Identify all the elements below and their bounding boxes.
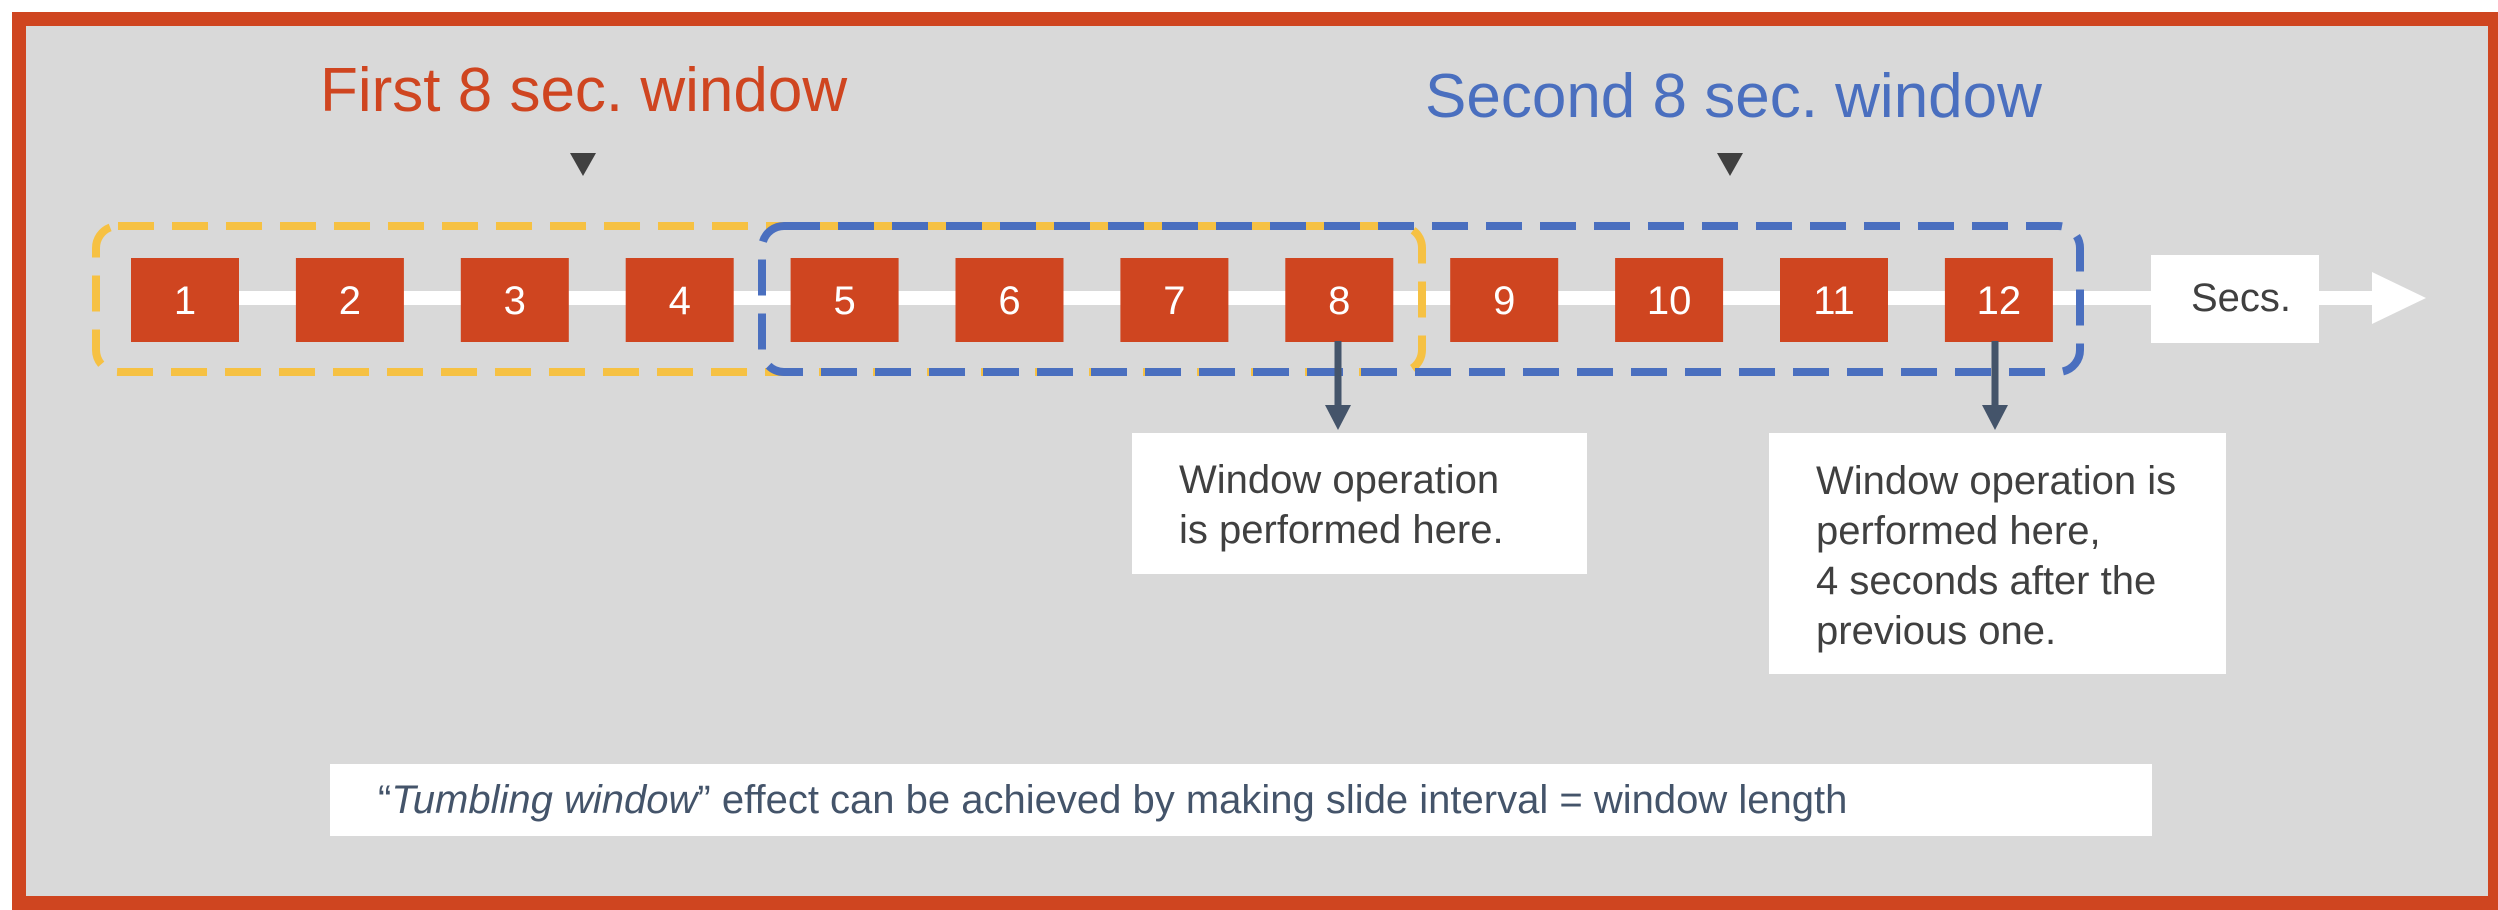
callout-2-arrowhead [1982,405,2008,430]
second-box-5 [790,258,899,342]
second-box-4 [625,258,734,342]
second-label-7: 7 [1163,279,1185,323]
first-window-title: First 8 sec. window [320,56,848,125]
second-box-2 [295,258,404,342]
second-label-8: 8 [1328,279,1350,323]
second-box-1 [131,258,239,342]
second-label-6: 6 [998,279,1020,323]
second-box-8 [1285,258,1394,342]
note-close-quote: ” [697,778,711,822]
second-label-10: 10 [1647,279,1692,323]
second-label-5: 5 [833,279,855,323]
second-label-1: 1 [174,279,196,323]
second-box-6 [955,258,1064,342]
axis-label-box [2151,255,2319,343]
first-window-pointer [570,153,596,176]
second-box-10 [1615,258,1724,342]
second-box-3 [460,258,569,342]
timeline-arrowhead [2372,272,2426,324]
second-window-outline [758,222,2084,376]
note-emphasis: Tumbling window [391,778,698,822]
note-rest: effect can be achieved by making slide i… [710,778,1848,822]
second-label-3: 3 [504,279,526,323]
second-window-title: Second 8 sec. window [1425,62,2042,131]
second-box-11 [1780,258,1888,342]
second-box-12 [1944,258,2053,342]
note-open-quote: “ [378,778,392,822]
second-label-4: 4 [669,279,691,323]
callout-second-operation: Window operation is performed here, 4 se… [1769,433,2226,674]
second-label-11: 11 [1813,279,1855,323]
second-label-12: 12 [1977,279,2022,323]
first-window-outline [92,222,1426,376]
second-label-9: 9 [1493,279,1515,323]
second-window-pointer [1717,153,1743,176]
second-box-7 [1120,258,1229,342]
tumbling-window-note: “Tumbling window” effect can be achieved… [330,764,2152,836]
callout-first-operation: Window operation is performed here. [1132,433,1587,574]
axis-label: Secs. [2191,276,2291,320]
callout-1-arrowhead [1325,405,1351,430]
second-box-9 [1450,258,1559,342]
second-label-2: 2 [339,279,361,323]
